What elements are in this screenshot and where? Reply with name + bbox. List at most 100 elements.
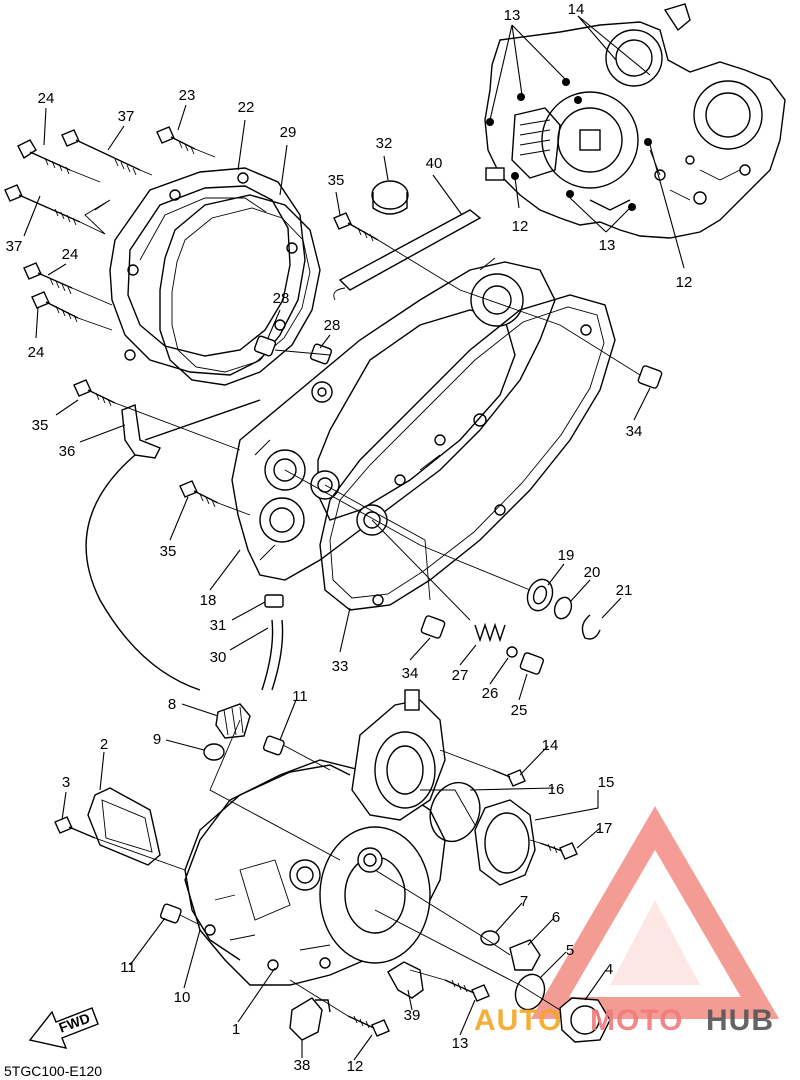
callout-11: 11 xyxy=(120,959,136,976)
callout-12: 12 xyxy=(512,218,529,235)
callout-13: 13 xyxy=(452,1035,469,1052)
callout-13: 13 xyxy=(599,237,616,254)
gasket-2 xyxy=(87,787,161,866)
watermark-auto: AUTO xyxy=(474,1004,562,1037)
bolt-24a xyxy=(17,139,71,175)
callout-24: 24 xyxy=(28,344,45,361)
callout-33: 33 xyxy=(332,658,349,675)
callout-17: 17 xyxy=(596,820,613,837)
dowel-34a xyxy=(637,365,663,389)
callout-28: 28 xyxy=(324,317,341,334)
callout-1: 1 xyxy=(232,1021,240,1038)
watermark-logo xyxy=(530,806,780,1019)
ball-26 xyxy=(506,646,518,658)
dowel-28a xyxy=(253,335,277,357)
callout-5: 5 xyxy=(566,942,574,959)
bolt-37b xyxy=(4,184,81,226)
watermark-text: AUTO MOTO HUB xyxy=(474,1004,774,1037)
callout-32: 32 xyxy=(376,135,393,152)
assembly-lines xyxy=(69,148,641,1017)
bolt-35b xyxy=(73,379,116,407)
callout-10: 10 xyxy=(174,989,191,1006)
callout-39: 39 xyxy=(404,1007,421,1024)
callout-36: 36 xyxy=(59,443,76,460)
bolt-3 xyxy=(54,816,96,839)
bolt-24b xyxy=(23,262,73,295)
oil-seal-32 xyxy=(371,180,409,215)
callout-8: 8 xyxy=(168,696,176,713)
bolt-24c xyxy=(31,291,79,323)
callout-22: 22 xyxy=(238,99,255,116)
callout-38: 38 xyxy=(294,1057,311,1074)
callout-18: 18 xyxy=(200,592,217,609)
callout-37: 37 xyxy=(6,238,23,255)
callout-37: 37 xyxy=(118,108,135,125)
plug-25 xyxy=(519,652,544,675)
callout-20: 20 xyxy=(584,564,601,581)
callout-14: 14 xyxy=(542,737,559,754)
hose-clamp-31 xyxy=(264,594,284,608)
callout-19: 19 xyxy=(558,547,575,564)
callout-40: 40 xyxy=(426,155,443,172)
o-ring-16 xyxy=(429,781,481,843)
bolt-12c xyxy=(347,1015,390,1037)
cap-4 xyxy=(559,997,611,1043)
crankcase xyxy=(484,3,786,239)
gasket-33 xyxy=(319,294,616,611)
clamp-39 xyxy=(387,961,424,999)
clamp-40 xyxy=(333,209,482,301)
bolt-17 xyxy=(539,842,578,860)
callout-35: 35 xyxy=(32,417,49,434)
clamp-38 xyxy=(289,997,331,1041)
dowel-34b xyxy=(420,615,446,639)
clutch-outer-cover xyxy=(109,167,306,376)
callout-2: 2 xyxy=(100,736,108,753)
diagram-code: 5TGC100-E120 xyxy=(4,1063,102,1079)
watermark-moto: MOTO xyxy=(590,1004,683,1037)
callout-26: 26 xyxy=(482,685,499,702)
dowel-11a xyxy=(262,735,285,756)
callout-13: 13 xyxy=(504,7,521,24)
callout-4: 4 xyxy=(605,961,613,978)
callout-24: 24 xyxy=(62,246,79,263)
callout-6: 6 xyxy=(552,909,560,926)
bolt-35c xyxy=(179,480,219,508)
bolt-23 xyxy=(156,126,196,155)
callout-labels: 13 14 24 37 23 22 29 32 40 35 12 13 12 3… xyxy=(6,1,693,1075)
bolt-35a xyxy=(333,212,379,242)
bolt-37a xyxy=(61,129,141,176)
watermark-hub: HUB xyxy=(706,1004,774,1037)
callout-35: 35 xyxy=(328,172,345,189)
callout-3: 3 xyxy=(62,774,70,791)
callout-25: 25 xyxy=(511,702,528,719)
callout-11: 11 xyxy=(292,688,308,705)
fwd-arrow: FWD xyxy=(28,1007,99,1049)
callout-35: 35 xyxy=(160,543,177,560)
pump-cover-15 xyxy=(474,799,536,886)
callout-21: 21 xyxy=(616,582,633,599)
o-ring-7 xyxy=(480,930,500,946)
spring-27 xyxy=(474,622,506,643)
callout-29: 29 xyxy=(280,124,297,141)
callout-16: 16 xyxy=(548,781,565,798)
bolt-14b xyxy=(492,769,526,787)
callout-30: 30 xyxy=(210,649,227,666)
callout-31: 31 xyxy=(210,617,227,634)
o-ring-5 xyxy=(514,973,546,1011)
callout-34: 34 xyxy=(626,423,643,440)
bolt-13c xyxy=(444,979,490,1002)
gasket-10 xyxy=(184,764,351,961)
callout-9: 9 xyxy=(153,731,161,748)
o-ring-9 xyxy=(203,743,225,761)
plug-6 xyxy=(509,939,541,971)
leader-lines xyxy=(23,15,685,1061)
filler-plug-8 xyxy=(215,703,251,739)
callout-28: 28 xyxy=(273,290,290,307)
washer-20 xyxy=(553,596,573,620)
circlip-21 xyxy=(581,614,601,640)
callout-12: 12 xyxy=(676,274,693,291)
hose-30 xyxy=(85,454,284,691)
callout-14: 14 xyxy=(568,1,585,18)
callout-24: 24 xyxy=(38,90,55,107)
